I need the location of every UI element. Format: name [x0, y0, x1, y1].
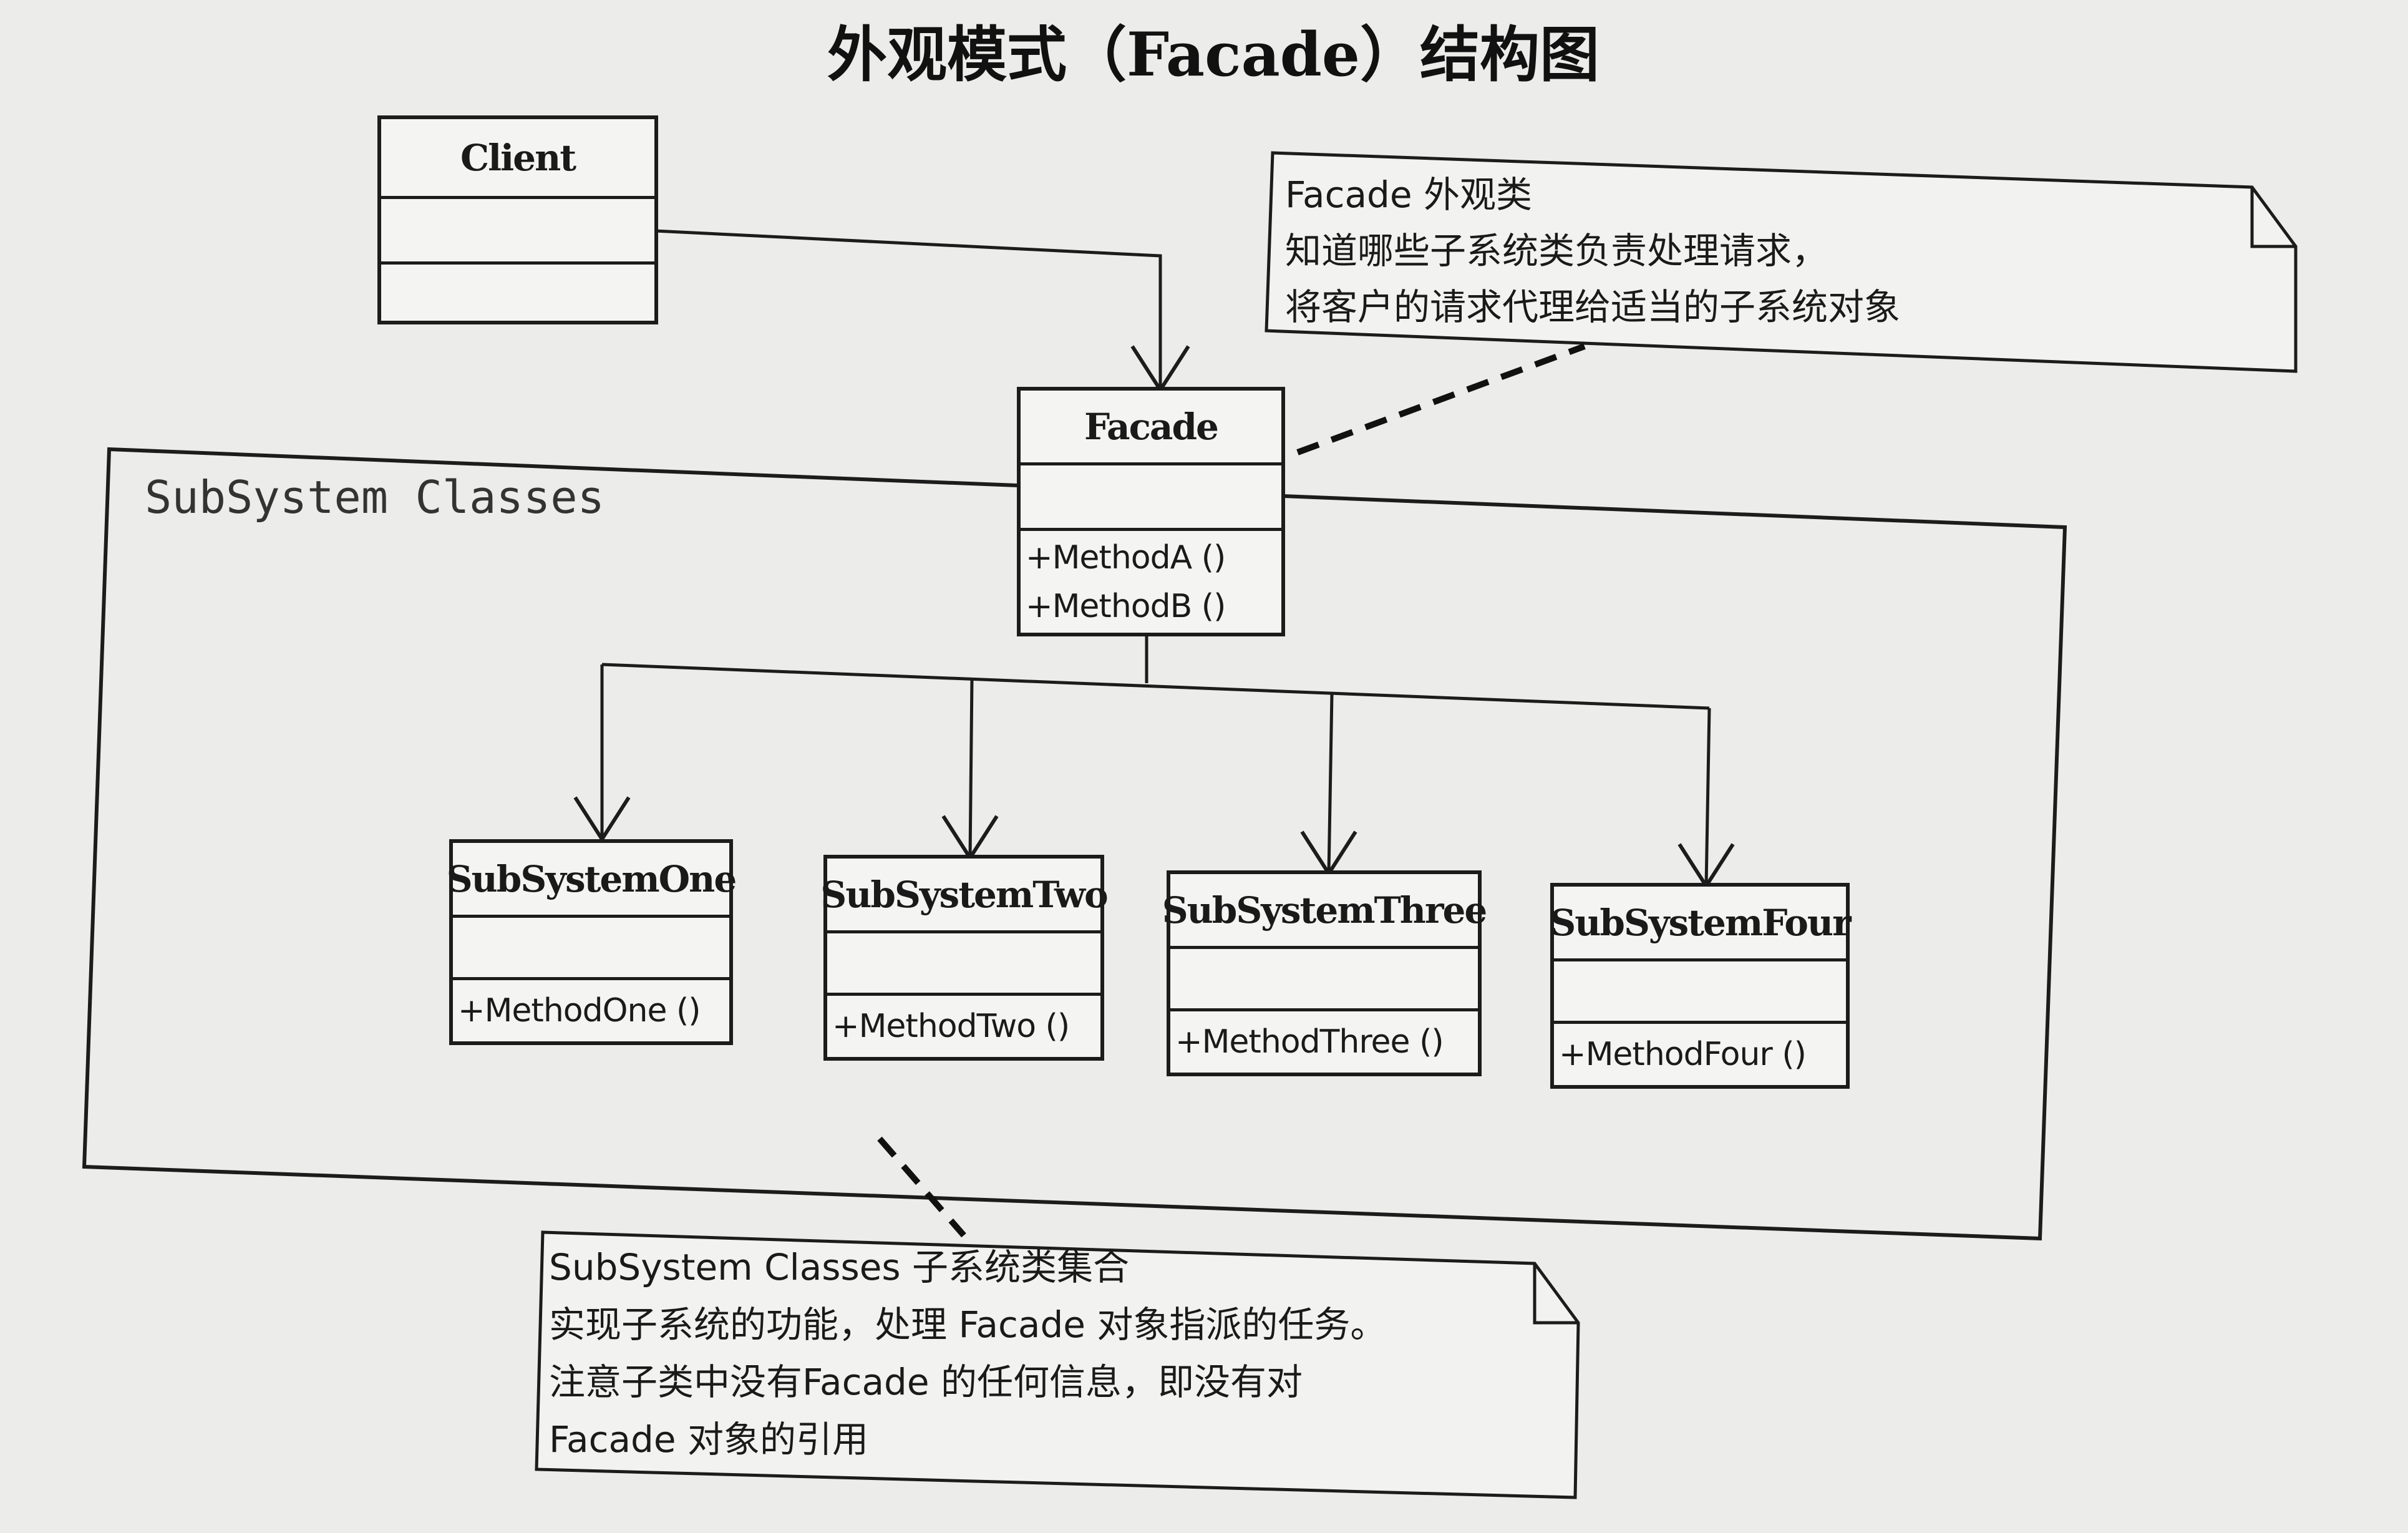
- class-facade-operations: +MethodA () +MethodB (): [1021, 528, 1281, 633]
- facade-note-line-1: Facade 外观类: [1285, 173, 1532, 216]
- class-client-operations: [381, 261, 654, 321]
- facade-subtwo-line: [968, 678, 974, 859]
- class-facade: Facade +MethodA () +MethodB (): [1017, 387, 1285, 636]
- class-client-attributes: [381, 196, 654, 261]
- subsystem-note-shape: [535, 1230, 1580, 1499]
- class-subsystem-two-operations: +MethodTwo (): [827, 993, 1100, 1057]
- subsystem-three-method: +MethodThree (): [1175, 1023, 1444, 1061]
- facade-note-connector: [1296, 343, 1586, 455]
- class-subsystem-three-name: SubSystemThree: [1162, 888, 1488, 932]
- class-subsystem-three: SubSystemThree +MethodThree (): [1162, 870, 1488, 1076]
- facade-method-b: +MethodB (): [1026, 587, 1226, 625]
- facade-subthree-line: [1327, 693, 1334, 874]
- class-subsystem-one: SubSystemOne +MethodOne (): [446, 839, 737, 1045]
- facade-note-line-3: 将客户的请求代理给适当的子系统对象: [1285, 286, 1901, 328]
- class-subsystem-one-attributes: [453, 915, 729, 977]
- class-client: Client: [377, 115, 658, 324]
- class-subsystem-two-attributes: [827, 930, 1100, 993]
- subsystem-note-line-3: 注意子类中没有Facade 的任何信息，即没有对: [549, 1361, 1303, 1403]
- facade-note-fold: [2250, 187, 2296, 248]
- class-facade-name: Facade: [1084, 405, 1219, 448]
- subsystem-four-method: +MethodFour (): [1559, 1036, 1807, 1073]
- subsystem-package-frame: [82, 447, 2067, 1241]
- subsystem-note-line-1: SubSystem Classes 子系统类集合: [549, 1246, 1130, 1288]
- facade-subsystem-bus: [601, 663, 1710, 710]
- class-subsystem-three-operations: +MethodThree (): [1170, 1008, 1478, 1073]
- subsystem-note-fold: [1533, 1263, 1578, 1325]
- diagram-title: 外观模式（Facade）结构图: [827, 19, 1600, 90]
- facade-method-a: +MethodA (): [1026, 538, 1226, 577]
- class-subsystem-four-attributes: [1554, 958, 1846, 1021]
- subsystem-note-line-4: Facade 对象的引用: [549, 1418, 868, 1461]
- class-subsystem-three-attributes: [1170, 946, 1478, 1008]
- facade-subfour-line: [1704, 708, 1711, 887]
- subsystem-package-label: SubSystem Classes: [145, 471, 604, 523]
- class-client-name: Client: [460, 136, 576, 179]
- class-subsystem-one-operations: +MethodOne (): [453, 977, 729, 1041]
- class-facade-attributes: [1021, 462, 1281, 528]
- client-facade-association: [654, 229, 1162, 390]
- class-subsystem-one-name: SubSystemOne: [446, 857, 737, 900]
- subsystem-two-method: +MethodTwo (): [832, 1008, 1070, 1045]
- subsystem-note: SubSystem Classes 子系统类集合 实现子系统的功能，处理 Fac…: [549, 1239, 1578, 1501]
- facade-note-shape: [1265, 151, 2298, 373]
- subsystem-note-line-2: 实现子系统的功能，处理 Facade 对象指派的任务。: [549, 1303, 1387, 1346]
- class-subsystem-two: SubSystemTwo +MethodTwo (): [820, 855, 1109, 1061]
- subsystem-one-method: +MethodOne (): [458, 992, 701, 1029]
- class-subsystem-two-name: SubSystemTwo: [820, 873, 1108, 916]
- class-subsystem-four-operations: +MethodFour (): [1554, 1021, 1846, 1085]
- subsystem-note-connector: [877, 1136, 966, 1238]
- class-subsystem-four-name: SubSystemFour: [1550, 901, 1851, 944]
- facade-note: Facade 外观类 知道哪些子系统类负责处理请求， 将客户的请求代理给适当的子…: [1285, 159, 2296, 365]
- facade-note-line-2: 知道哪些子系统类负责处理请求，: [1285, 230, 1828, 272]
- class-subsystem-four: SubSystemFour +MethodFour (): [1550, 883, 1852, 1089]
